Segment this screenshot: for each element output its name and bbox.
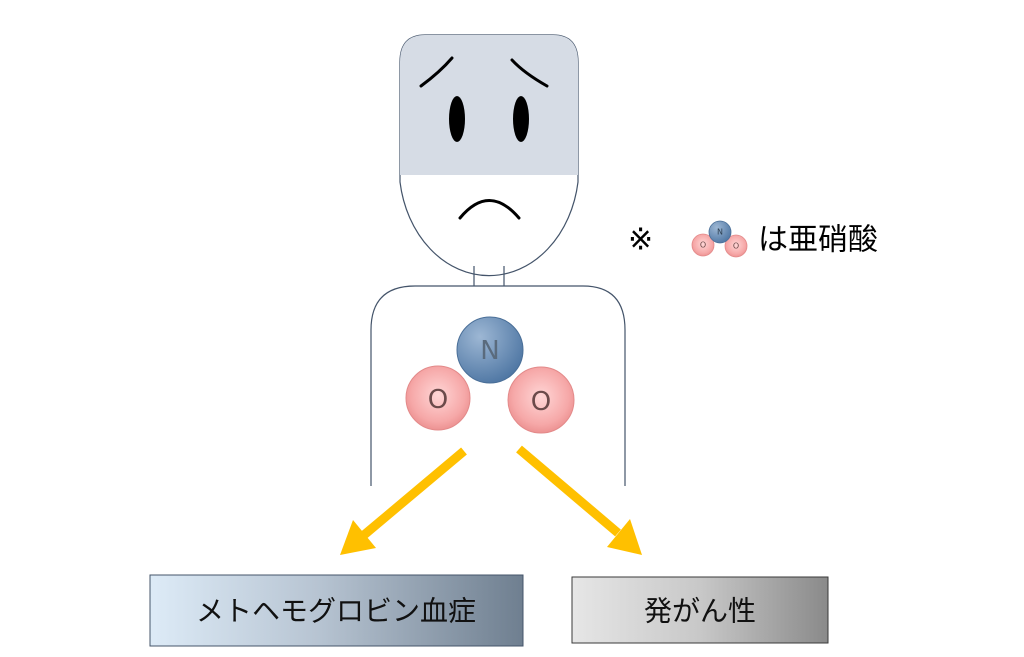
nitrite-molecule: N O O [405, 316, 575, 434]
legend-note: ※ N O O は亜硝酸 [628, 220, 878, 258]
legend-nitrogen-label: N [717, 228, 723, 237]
left-eyebrow [419, 56, 454, 88]
note-mark: ※ [628, 223, 653, 258]
oxygen-atom-left [405, 365, 471, 431]
arrow-left [340, 447, 467, 555]
right-eye [513, 96, 529, 142]
oxygen-label-right: O [531, 387, 551, 417]
face-shade [400, 35, 578, 175]
nitrogen-atom [456, 316, 524, 384]
nitrogen-label: N [480, 336, 499, 366]
arrow-right [516, 445, 642, 555]
legend-oxygen-right [724, 234, 748, 258]
left-eye [449, 96, 465, 142]
legend-nitrogen [708, 220, 732, 244]
person-head [399, 34, 579, 277]
outcome-label-carcinogenicity: 発がん性 [644, 595, 756, 628]
person-neck [473, 266, 505, 286]
outcome-box-methemoglobinemia: メトヘモグロビン血症 [149, 574, 524, 647]
legend-oxygen-label-right: O [733, 242, 739, 251]
person-torso [370, 285, 626, 486]
legend-oxygen-left [691, 233, 715, 257]
oxygen-atom-right [507, 366, 575, 434]
right-eyebrow [510, 58, 549, 88]
outcome-box-carcinogenicity: 発がん性 [571, 576, 829, 644]
legend-oxygen-label-left: O [700, 241, 706, 250]
frowning-mouth [458, 199, 521, 220]
legend-text: は亜硝酸 [758, 223, 878, 258]
oxygen-label-left: O [428, 385, 448, 415]
outcome-label-methemoglobinemia: メトヘモグロビン血症 [196, 595, 476, 628]
